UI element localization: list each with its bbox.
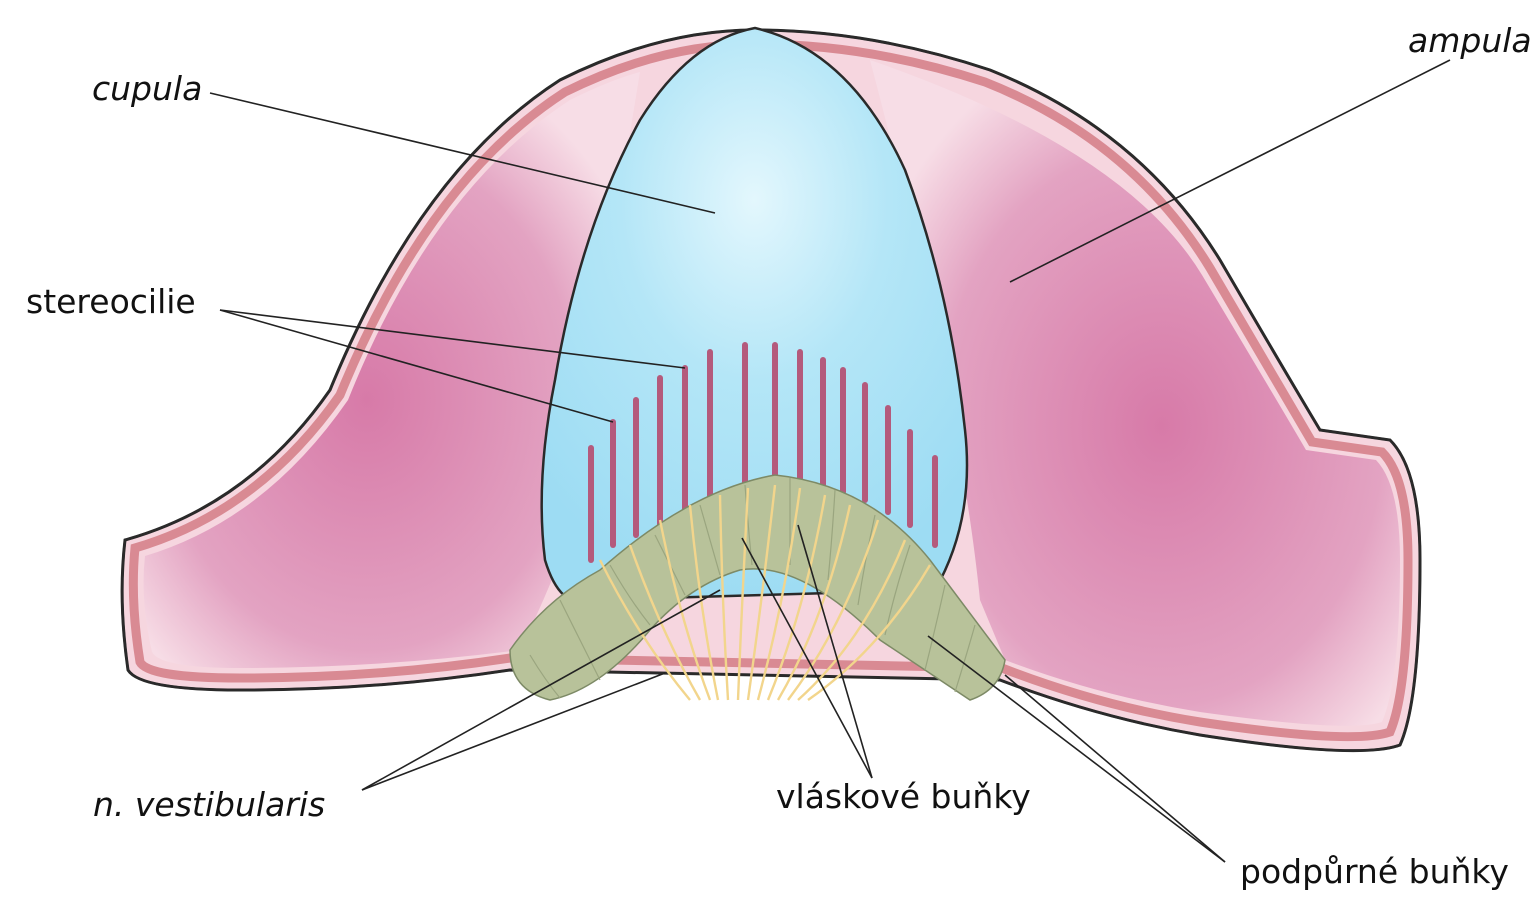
label-vlaskove-bunky: vláskové buňky (776, 780, 1031, 813)
label-ampula: ampula (1408, 24, 1532, 57)
label-n-vestibularis: n. vestibularis (93, 788, 325, 821)
label-cupula: cupula (92, 72, 202, 105)
label-stereocilie: stereocilie (26, 285, 196, 318)
label-podpurne-bunky: podpůrné buňky (1240, 855, 1509, 888)
